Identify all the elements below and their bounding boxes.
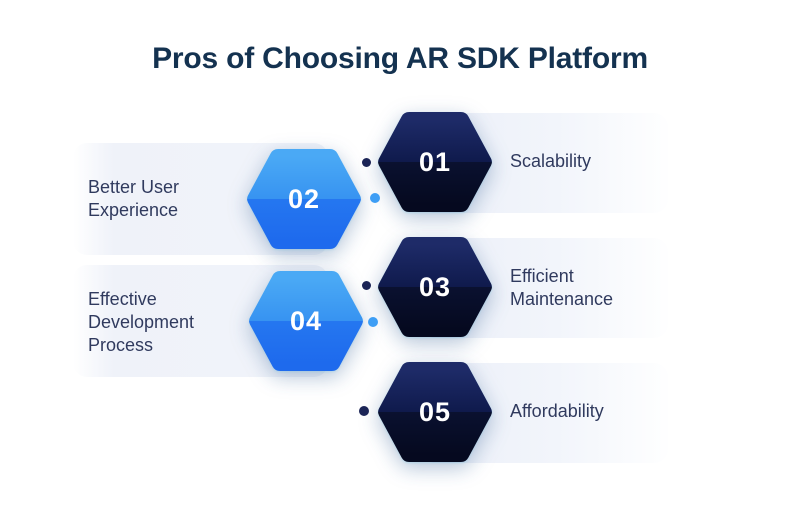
hexagon-number: 04 (289, 305, 323, 336)
connector-dot-dark-row5 (359, 406, 369, 416)
hexagon-04: 04 (246, 270, 366, 372)
hexagon-shape (378, 361, 492, 463)
hexagon-shape (249, 270, 363, 372)
connector-dot-blue-row4 (368, 317, 378, 327)
hexagon-number: 03 (418, 271, 452, 302)
connector-dot-dark-row3 (362, 281, 371, 290)
connector-dot-blue-row2 (370, 193, 380, 203)
hexagon-02: 02 (244, 148, 364, 250)
hexagon-shape (247, 148, 361, 250)
item-label-efficient-maintenance: Efficient Maintenance (510, 266, 614, 309)
hexagon-03: 03 (375, 236, 495, 338)
connector-dot-dark-row1 (362, 158, 371, 167)
item-label-better-user-experience: Better User Experience (88, 177, 180, 220)
hexagon-shape (378, 111, 492, 213)
item-label-effective-development-process: Effective Development Process (88, 289, 195, 355)
page-title: Pros of Choosing AR SDK Platform (152, 42, 648, 75)
hexagon-number: 01 (418, 146, 452, 177)
hexagon-number: 05 (418, 396, 452, 427)
item-label-affordability: Affordability (510, 401, 604, 421)
item-label-scalability: Scalability (510, 151, 592, 171)
hexagon-01: 01 (375, 111, 495, 213)
hexagon-number: 02 (287, 183, 321, 214)
hexagon-shape (378, 236, 492, 338)
hexagon-05: 05 (375, 361, 495, 463)
